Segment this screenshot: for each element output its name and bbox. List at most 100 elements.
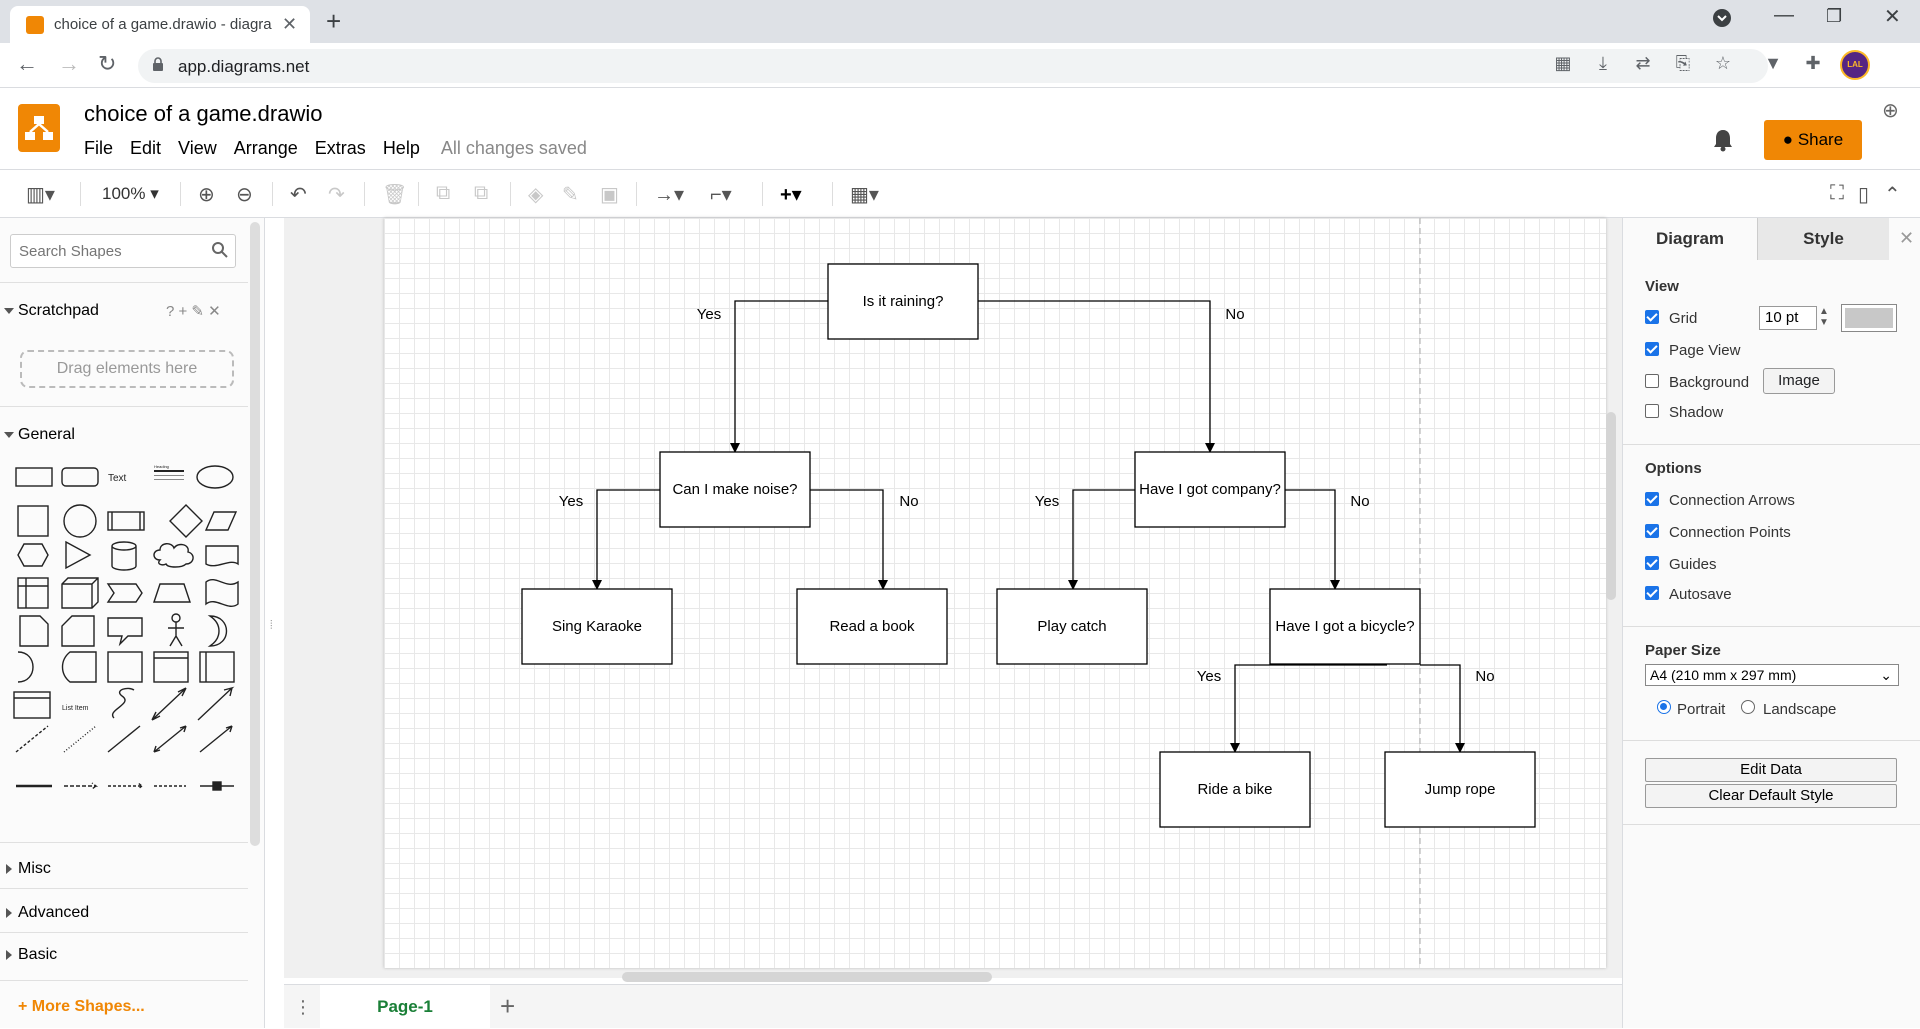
pages-menu-icon[interactable]: ⋮ (294, 997, 312, 1017)
format-panel: Diagram Style ✕ View Grid 10 pt ▲▼ Page … (1622, 218, 1920, 1028)
profile-avatar[interactable]: LAL (1840, 50, 1870, 80)
extension-v-icon[interactable]: ▼ (1764, 53, 1782, 73)
forward-icon[interactable]: → (58, 51, 80, 76)
paper-size-value: A4 (210 mm x 297 mm) (1650, 667, 1797, 683)
diagram-page[interactable]: Is it raining? Can I make noise? Have I … (384, 218, 1606, 968)
menu-help[interactable]: Help (382, 138, 420, 158)
format-panel-icon[interactable]: ▯ (1858, 184, 1870, 206)
misc-section-header[interactable]: Misc (0, 860, 248, 878)
new-tab-icon[interactable]: + (326, 6, 342, 36)
add-page-icon[interactable]: + (500, 991, 516, 1021)
page-tabs-bar: ⋮ Page-1 + (284, 984, 1622, 1029)
guides-checkbox[interactable] (1645, 556, 1659, 570)
zoom-dropdown[interactable]: 100% ▾ (102, 184, 159, 203)
tab-style[interactable]: Style (1757, 218, 1889, 260)
canvas-horizontal-scrollbar[interactable] (622, 972, 992, 982)
toolbar-divider (510, 182, 511, 206)
back-icon[interactable]: ← (16, 51, 38, 76)
scratchpad-drop-zone[interactable]: Drag elements here (20, 350, 234, 388)
to-back-icon[interactable]: ⧉ (474, 182, 489, 204)
install-app-icon[interactable]: ⤓ (1599, 53, 1607, 73)
shape-connector-square (212, 781, 222, 791)
diagram-canvas[interactable]: Is it raining? Can I make noise? Have I … (284, 218, 1622, 978)
menu-extras[interactable]: Extras (314, 138, 366, 158)
menu-edit[interactable]: Edit (130, 138, 162, 158)
window-close-icon[interactable]: ✕ (1884, 6, 1901, 28)
scratchpad-header[interactable]: Scratchpad (0, 302, 248, 320)
clear-default-style-button[interactable]: Clear Default Style (1645, 784, 1897, 808)
bookmark-star-icon[interactable]: ☆ (1714, 53, 1732, 73)
menu-file[interactable]: File (84, 138, 114, 158)
portrait-radio[interactable] (1657, 700, 1671, 714)
waypoints-icon[interactable]: ⌐▾ (710, 184, 732, 206)
delete-icon[interactable]: 🗑 (382, 184, 408, 206)
more-shapes-button[interactable]: + More Shapes... (18, 998, 145, 1015)
toolbar-divider (180, 182, 181, 206)
basic-section-header[interactable]: Basic (0, 946, 248, 964)
background-checkbox[interactable] (1645, 374, 1659, 388)
edit-data-button[interactable]: Edit Data (1645, 758, 1897, 782)
connection-style-icon[interactable]: →▾ (654, 184, 685, 206)
page-view-checkbox[interactable] (1645, 342, 1659, 356)
qr-code-icon[interactable]: ▦ (1554, 53, 1572, 73)
connection-points-checkbox[interactable] (1645, 524, 1659, 538)
shadow-icon[interactable]: ▣ (600, 184, 619, 206)
menu-view[interactable]: View (178, 138, 217, 158)
zoom-in-icon[interactable]: ⊕ (198, 184, 215, 206)
shape-cube (61, 577, 99, 609)
close-panel-icon[interactable]: ✕ (1899, 228, 1915, 248)
collapse-icon[interactable]: ⌃ (1884, 184, 1901, 206)
share-button[interactable]: ● Share (1764, 120, 1862, 160)
connection-points-label: Connection Points (1669, 524, 1791, 541)
landscape-radio[interactable] (1741, 700, 1755, 714)
insert-icon[interactable]: +▾ (780, 184, 802, 206)
menu-arrange[interactable]: Arrange (233, 138, 298, 158)
autosave-checkbox[interactable] (1645, 586, 1659, 600)
search-shapes-field[interactable] (10, 234, 236, 268)
browser-tab[interactable]: choice of a game.drawio - diagra ✕ (10, 6, 310, 43)
translate-icon[interactable]: ⇄ (1635, 53, 1651, 73)
grid-color-button[interactable] (1841, 304, 1897, 332)
redo-icon[interactable]: ↷ (328, 184, 345, 206)
tab-diagram[interactable]: Diagram (1623, 218, 1757, 260)
sidebar-scrollbar[interactable] (250, 222, 260, 846)
scratchpad-tools[interactable]: ? + ✎ ✕ (166, 303, 221, 320)
connection-arrows-checkbox[interactable] (1645, 492, 1659, 506)
minimize-icon[interactable]: — (1774, 4, 1794, 26)
tab-close-icon[interactable]: ✕ (282, 14, 298, 34)
extensions-puzzle-icon[interactable]: ✚ (1805, 53, 1821, 73)
line-color-icon[interactable]: ✎ (562, 184, 579, 206)
shadow-checkbox[interactable] (1645, 404, 1659, 418)
notification-bell-icon[interactable] (1712, 128, 1734, 152)
grid-size-input[interactable]: 10 pt (1759, 306, 1817, 330)
omnibox[interactable]: app.diagrams.net (138, 49, 1768, 83)
reload-icon[interactable]: ↻ (98, 51, 117, 76)
background-image-button[interactable]: Image (1763, 368, 1835, 394)
tab-search-icon[interactable] (1712, 8, 1732, 34)
fullscreen-icon[interactable]: ⛶ (1830, 182, 1844, 204)
format-panel-toggle-icon[interactable]: ▥▾ (26, 184, 55, 206)
shape-internal-storage (18, 578, 48, 608)
sidebar-splitter-handle[interactable]: ⦙ (270, 618, 273, 632)
language-globe-icon[interactable]: ⊕ (1882, 100, 1899, 122)
advanced-section-header[interactable]: Advanced (0, 904, 248, 922)
search-icon[interactable] (211, 241, 229, 259)
share-page-icon[interactable]: ⎘ (1675, 53, 1691, 73)
paper-size-select[interactable]: A4 (210 mm x 297 mm) ⌄ (1645, 664, 1899, 686)
node-raining: Is it raining? (863, 293, 944, 310)
node-book-box (796, 588, 948, 665)
search-shapes-input[interactable] (19, 243, 199, 260)
zoom-out-icon[interactable]: ⊖ (236, 184, 253, 206)
to-front-icon[interactable]: ⧉ (436, 182, 451, 204)
grid-checkbox[interactable] (1645, 310, 1659, 324)
fill-color-icon[interactable]: ◈ (528, 184, 544, 206)
shape-bidirectional-connector (153, 725, 187, 753)
canvas-vertical-scrollbar[interactable] (1606, 412, 1616, 600)
undo-icon[interactable]: ↶ (290, 184, 307, 206)
general-section-header[interactable]: General (0, 426, 248, 444)
page-tab-page-1[interactable]: Page-1 (320, 985, 490, 1029)
table-icon[interactable]: ▦▾ (850, 184, 879, 206)
grid-size-stepper[interactable]: ▲▼ (1819, 306, 1829, 328)
document-title[interactable]: choice of a game.drawio (84, 101, 323, 126)
restore-icon[interactable]: ❐ (1826, 6, 1843, 26)
